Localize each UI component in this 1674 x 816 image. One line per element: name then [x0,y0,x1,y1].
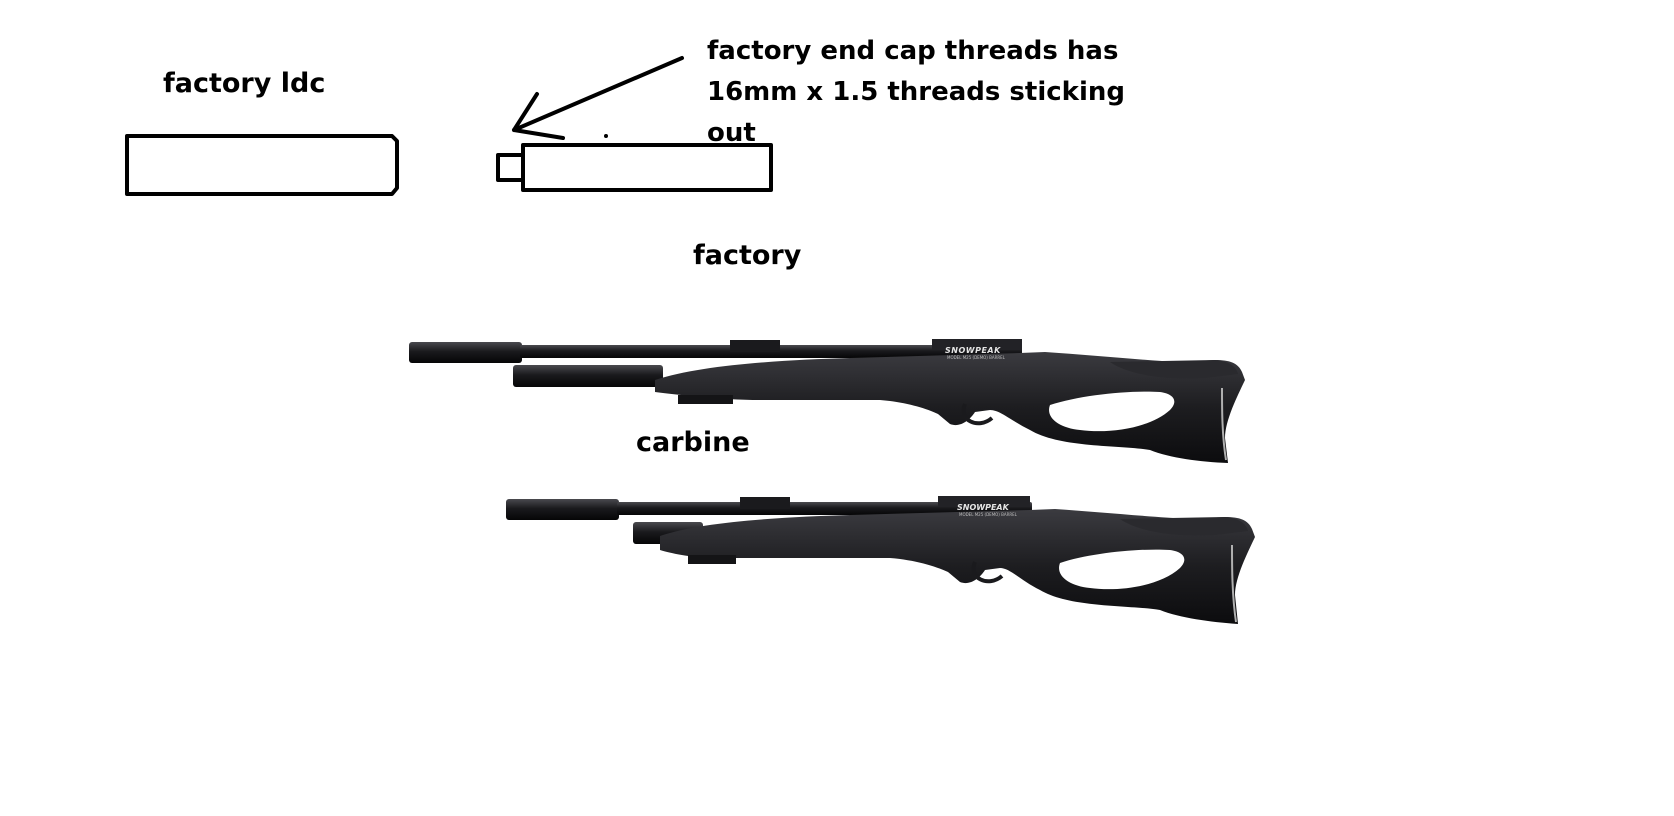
factory-rifle-brand: SNOWPEAK [945,346,1001,355]
rail-mount-rear [932,339,1022,350]
thread-stub-shape [496,153,525,182]
cheek-piece [1120,517,1248,536]
carbine-rifle [506,496,1255,624]
butt-stripe [1221,387,1227,461]
factory-rifle [409,339,1245,463]
moderator [506,499,619,520]
rail-mount-front [740,497,790,509]
accessory-rail [678,395,733,404]
trigger-guard [961,403,994,426]
factory-ldc-label: factory ldc [163,68,326,99]
butt-stripe [1231,544,1237,623]
stock [655,352,1245,463]
rail-mount-front [730,340,780,352]
factory-rifle-model: MODEL M25 (DEMO) BARREL [947,355,1006,360]
cheek-piece [1110,360,1238,379]
air-tube [513,365,663,387]
factory-label: factory [693,240,802,271]
trigger-guard [971,561,1004,584]
end-cap-note: factory end cap threads has 16mm x 1.5 t… [707,36,1125,148]
stray-dot [604,134,608,138]
barrel [617,502,1032,515]
carbine-rifle-brand: SNOWPEAK [957,503,1010,512]
carbine-label: carbine [636,427,750,458]
carbine-rifle-model: MODEL M25 (DEMO) BARREL [959,512,1018,517]
factory-ldc-shape [125,134,399,196]
thumbhole [1059,549,1185,590]
stock [660,509,1255,624]
moderator [409,342,522,363]
thumbhole [1049,391,1175,432]
pointer-arrow [512,56,684,140]
rail-mount-rear [938,496,1030,507]
accessory-rail [688,555,736,564]
